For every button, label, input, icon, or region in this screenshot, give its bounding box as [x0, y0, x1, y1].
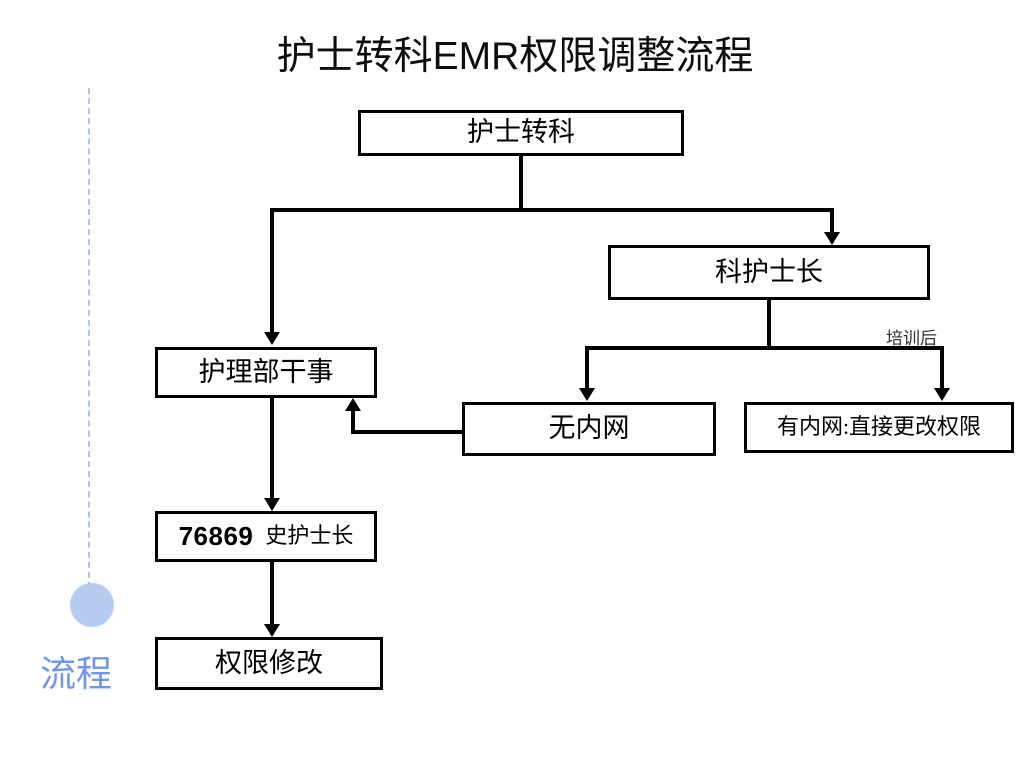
node-no-intranet-label: 无内网	[548, 413, 630, 444]
edge-to-has-intranet-arrow	[934, 388, 950, 401]
edge-to-head-nurse-arrow	[824, 232, 840, 245]
edge-start-bus	[270, 208, 834, 212]
edge-head-nurse-bus	[585, 346, 944, 350]
node-nursing-dept-label: 护理部干事	[198, 356, 334, 387]
edge-to-no-intranet-arrow	[579, 388, 595, 401]
node-contact-name: 史护士长	[265, 523, 354, 549]
page-title: 护士转科EMR权限调整流程	[276, 35, 754, 78]
edge-to-head-nurse-line	[830, 208, 834, 232]
edge-to-contact-line	[270, 398, 274, 498]
decorative-dashed-line	[88, 88, 90, 588]
node-permission-change-label: 权限修改	[215, 647, 323, 678]
edge-feedback-arrow	[345, 398, 361, 411]
edge-head-nurse-stem	[767, 300, 771, 348]
node-contact[interactable]: 76869 史护士长	[155, 511, 377, 562]
legend-label: 流程	[40, 653, 113, 694]
edge-to-nursing-dept-line	[270, 208, 274, 332]
node-permission-change[interactable]: 权限修改	[155, 637, 383, 690]
node-has-intranet-label: 有内网:直接更改权限	[776, 414, 982, 440]
node-nursing-dept[interactable]: 护理部干事	[155, 347, 377, 398]
edge-to-nursing-dept-arrow	[264, 332, 280, 345]
edge-to-permission-change-arrow	[264, 624, 280, 637]
edge-to-permission-change-line	[270, 562, 274, 624]
edge-feedback-horizontal	[351, 430, 464, 434]
node-start-label: 护士转科	[467, 117, 575, 148]
node-head-nurse-label: 科护士长	[715, 256, 823, 287]
edge-to-no-intranet-line	[585, 346, 589, 388]
edge-label-after-training: 培训后	[886, 329, 937, 348]
decorative-blue-dot	[70, 583, 114, 627]
node-start[interactable]: 护士转科	[358, 110, 684, 156]
node-no-intranet[interactable]: 无内网	[462, 402, 716, 456]
node-contact-number: 76869	[178, 521, 254, 552]
node-head-nurse[interactable]: 科护士长	[608, 245, 930, 300]
edge-to-contact-arrow	[264, 498, 280, 511]
edge-feedback-vertical	[351, 411, 355, 434]
edge-start-stem	[519, 156, 523, 210]
node-has-intranet[interactable]: 有内网:直接更改权限	[744, 402, 1014, 453]
edge-to-has-intranet-line	[940, 346, 944, 388]
